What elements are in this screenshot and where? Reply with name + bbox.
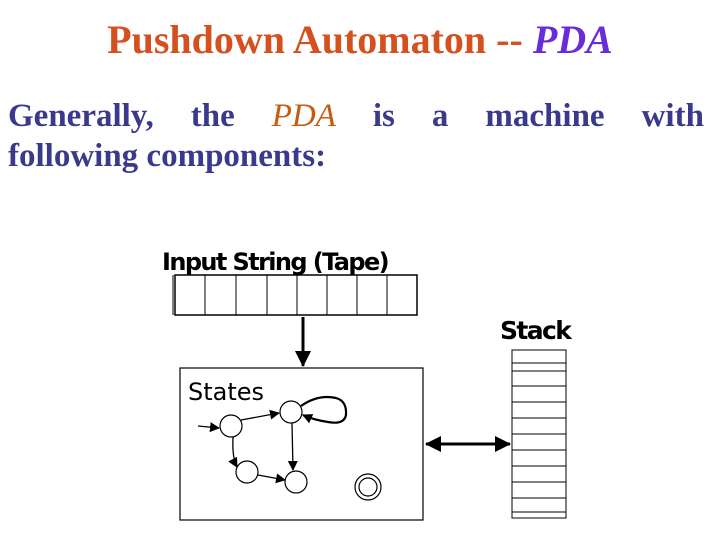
start-arrow — [197, 422, 220, 433]
intro-word: is — [372, 98, 395, 134]
input-tape — [172, 274, 418, 316]
stack-label: Stack — [500, 316, 572, 345]
intro-line-1: Generally, the PDA is a machine with — [8, 96, 704, 136]
state-node — [235, 460, 259, 484]
transition-edge — [228, 436, 238, 468]
state-node — [284, 470, 308, 494]
self-loop-edge — [300, 395, 348, 424]
title-main: Pushdown Automaton -- — [107, 17, 533, 62]
states-label: States — [188, 378, 265, 406]
transition-edge — [257, 473, 286, 484]
intro-word: with — [641, 98, 704, 134]
transition-edge — [240, 409, 280, 421]
intro-word: a — [431, 98, 449, 134]
title-accent: PDA — [532, 17, 613, 62]
tape-label: Input String (Tape) — [162, 248, 390, 276]
intro-pda: PDA — [271, 98, 336, 134]
intro-line-2: following components: — [8, 138, 327, 175]
state-node — [219, 414, 243, 438]
intro-paragraph: Generally, the PDA is a machine with fol… — [8, 96, 704, 177]
states-box — [179, 367, 424, 521]
state-node — [279, 400, 303, 424]
intro-word: Generally, — [8, 98, 154, 134]
intro-word: machine — [485, 98, 605, 134]
intro-word: the — [190, 98, 235, 134]
transition-edge — [287, 422, 298, 471]
stack — [511, 349, 567, 519]
accept-state — [354, 473, 382, 501]
slide-title: Pushdown Automaton -- PDA — [0, 18, 720, 62]
